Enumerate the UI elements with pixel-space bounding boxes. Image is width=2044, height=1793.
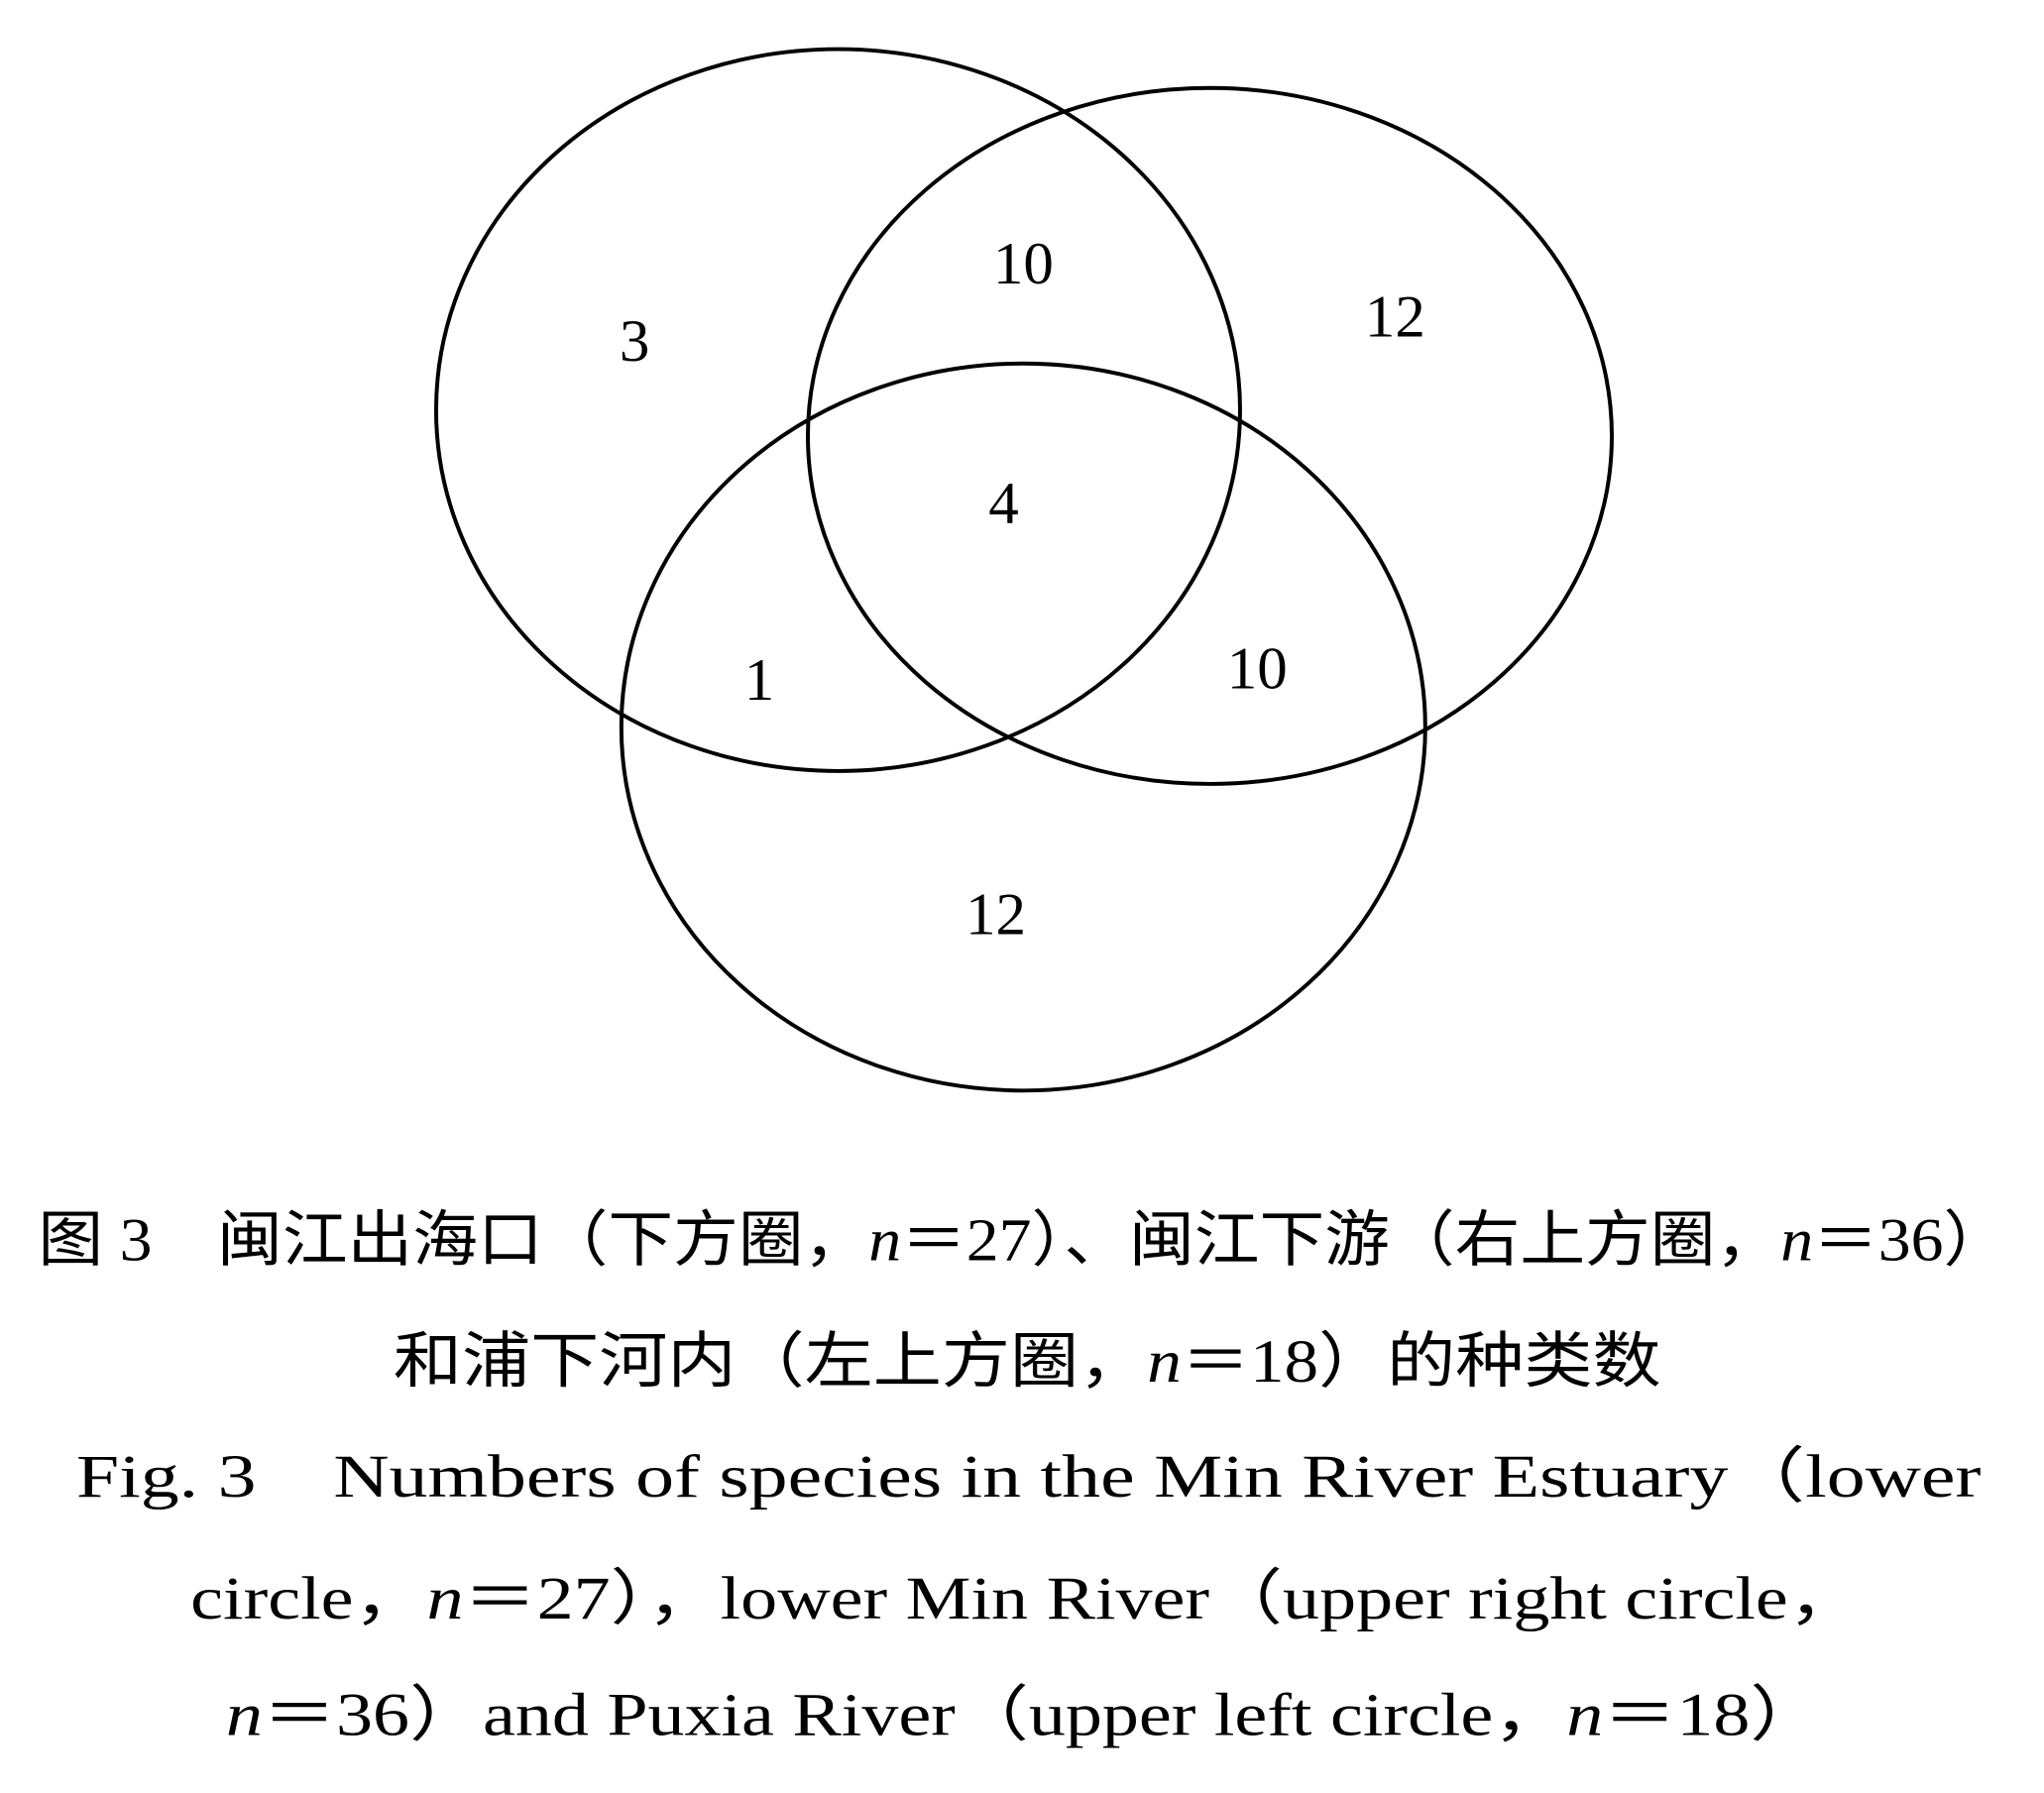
region-count-upper-left-only: 3 bbox=[620, 309, 649, 375]
caption-text-segment: ＝36）and Puxia River（upper left circle， bbox=[263, 1682, 1566, 1748]
region-count-upper-right-only: 12 bbox=[1365, 284, 1425, 350]
caption-text-segment: ＝18）的种类数 bbox=[1182, 1328, 1661, 1395]
caption-text-segment: ＝36） bbox=[1813, 1207, 2008, 1274]
caption-text-segment: ＝18） bbox=[1603, 1682, 1823, 1748]
region-count-upper-left-and-upper-right: 10 bbox=[993, 231, 1054, 296]
venn-diagram: 3 10 12 4 1 10 12 bbox=[433, 47, 1614, 1093]
caption-text-segment: circle， bbox=[190, 1565, 426, 1631]
circle-upper-left bbox=[433, 47, 1242, 773]
caption-variable-n: n bbox=[868, 1207, 901, 1274]
caption-variable-n: n bbox=[1147, 1328, 1182, 1395]
caption-text-segment: 图 3 闽江出海口（下方圈， bbox=[38, 1207, 868, 1274]
caption-variable-n: n bbox=[1566, 1682, 1603, 1748]
caption-en-line-2: circle，n＝27），lower Min River（upper right… bbox=[190, 1565, 1862, 1631]
circle-upper-right bbox=[806, 85, 1614, 786]
region-count-all-three: 4 bbox=[988, 471, 1018, 536]
caption-zh-line-2: 和浦下河内（左上方圈，n＝18）的种类数 bbox=[394, 1328, 1661, 1395]
caption-text-segment: ＝27），lower Min River（upper right circle， bbox=[464, 1565, 1862, 1631]
circle-lower bbox=[619, 361, 1427, 1093]
caption-text-segment: 和浦下河内（左上方圈， bbox=[394, 1328, 1147, 1395]
caption-en-line-3: n＝36）and Puxia River（upper left circle，n… bbox=[226, 1682, 1823, 1748]
caption-text-segment: Fig. 3 Numbers of species in the Min Riv… bbox=[76, 1444, 1982, 1511]
caption-variable-n: n bbox=[226, 1682, 263, 1748]
region-count-upper-left-and-lower: 1 bbox=[744, 648, 774, 714]
caption-text-segment: ＝27）、闽江下游（右上方圈， bbox=[901, 1207, 1780, 1274]
caption-variable-n: n bbox=[1780, 1207, 1813, 1274]
region-count-upper-right-and-lower: 10 bbox=[1227, 636, 1288, 702]
caption-variable-n: n bbox=[427, 1565, 464, 1631]
figure-caption: 图 3 闽江出海口（下方圈，n＝27）、闽江下游（右上方圈，n＝36） 和浦下河… bbox=[38, 1207, 2008, 1748]
caption-en-line-1: Fig. 3 Numbers of species in the Min Riv… bbox=[76, 1444, 1982, 1511]
caption-zh-line-1: 图 3 闽江出海口（下方圈，n＝27）、闽江下游（右上方圈，n＝36） bbox=[38, 1207, 2008, 1274]
region-count-lower-only: 12 bbox=[965, 882, 1026, 948]
